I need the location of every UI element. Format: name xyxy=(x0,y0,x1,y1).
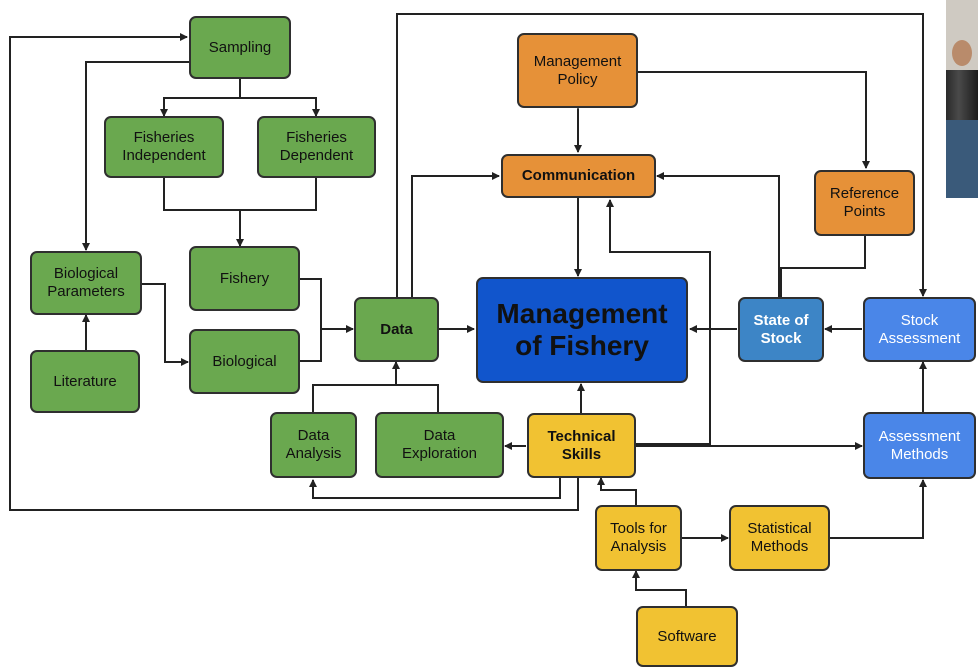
edge-fisheries-independent-to-fishery xyxy=(163,178,240,211)
edge-reference-points-to-state-of-stock xyxy=(780,236,866,297)
node-data: Data xyxy=(354,297,439,362)
node-label: Management of Fishery xyxy=(496,298,668,361)
edge-sampling-to-fisheries-dependent xyxy=(240,97,320,117)
edge-state-of-stock-to-communication xyxy=(656,172,780,297)
edge-sampling-to-fisheries-independent xyxy=(160,79,241,117)
edge-management-policy-to-reference-points xyxy=(638,71,870,169)
node-sampling: Sampling xyxy=(189,16,291,79)
node-label: Technical Skills xyxy=(547,427,616,463)
node-label: Stock Assessment xyxy=(878,311,961,347)
node-label: Sampling xyxy=(208,38,272,56)
edge-software-to-tools xyxy=(632,570,687,606)
node-label: Fisheries Independent xyxy=(122,129,206,164)
node-label: Statistical Methods xyxy=(747,520,812,555)
node-label: Data Analysis xyxy=(285,427,342,462)
edge-tools-to-technical-skills xyxy=(597,477,637,505)
node-label: Data xyxy=(380,320,413,338)
node-label: Fishery xyxy=(219,269,270,287)
node-data-exploration: Data Exploration xyxy=(375,412,504,478)
edge-data-analysis-to-data xyxy=(312,361,400,412)
node-literature: Literature xyxy=(30,350,140,413)
node-label: Reference Points xyxy=(829,185,900,220)
node-biological-parameters: Biological Parameters xyxy=(30,251,142,315)
node-label: Literature xyxy=(53,372,117,390)
edge-technical-skills-to-data-analysis xyxy=(309,478,561,499)
edge-statistical-methods-to-assessment-methods xyxy=(830,479,927,539)
node-label: Tools for Analysis xyxy=(610,520,667,555)
node-label: Management Policy xyxy=(533,52,622,88)
node-label: Data Exploration xyxy=(401,427,478,462)
person-photo xyxy=(946,0,978,198)
node-statistical-methods: Statistical Methods xyxy=(729,505,830,571)
edge-technical-skills-to-communication xyxy=(606,199,711,445)
node-fisheries-dependent: Fisheries Dependent xyxy=(257,116,376,178)
node-fishery: Fishery xyxy=(189,246,300,311)
edge-technical-skills-loop-to-sampling xyxy=(9,33,579,511)
node-tools-for-analysis: Tools for Analysis xyxy=(595,505,682,571)
edge-data-to-communication xyxy=(408,172,500,304)
node-reference-points: Reference Points xyxy=(814,170,915,236)
node-biological: Biological xyxy=(189,329,300,394)
node-management-of-fishery: Management of Fishery xyxy=(476,277,688,383)
node-label: Communication xyxy=(521,167,636,184)
node-fisheries-independent: Fisheries Independent xyxy=(104,116,224,178)
node-state-of-stock: State of Stock xyxy=(738,297,824,362)
node-label: State of Stock xyxy=(753,311,809,347)
node-label: Fisheries Dependent xyxy=(279,129,354,164)
node-communication: Communication xyxy=(501,154,656,198)
node-stock-assessment: Stock Assessment xyxy=(863,297,976,362)
edge-biological-parameters-to-biological xyxy=(142,283,189,366)
node-assessment-methods: Assessment Methods xyxy=(863,412,976,479)
node-label: Software xyxy=(657,627,717,645)
edge-fisheries-dependent-to-fishery xyxy=(236,178,317,247)
edge-biological-to-data xyxy=(300,329,322,362)
node-data-analysis: Data Analysis xyxy=(270,412,357,478)
node-label: Biological xyxy=(212,352,277,370)
node-management-policy: Management Policy xyxy=(517,33,638,108)
edge-sampling-to-biological-parameters xyxy=(82,61,189,251)
node-software: Software xyxy=(636,606,738,667)
node-label: Biological Parameters xyxy=(47,265,125,300)
node-label: Assessment Methods xyxy=(878,427,961,463)
edge-data-to-stock-assessment xyxy=(396,13,927,297)
node-technical-skills: Technical Skills xyxy=(527,413,636,478)
edge-data-exploration-to-data xyxy=(396,384,439,412)
edge-fishery-to-data xyxy=(300,278,354,333)
